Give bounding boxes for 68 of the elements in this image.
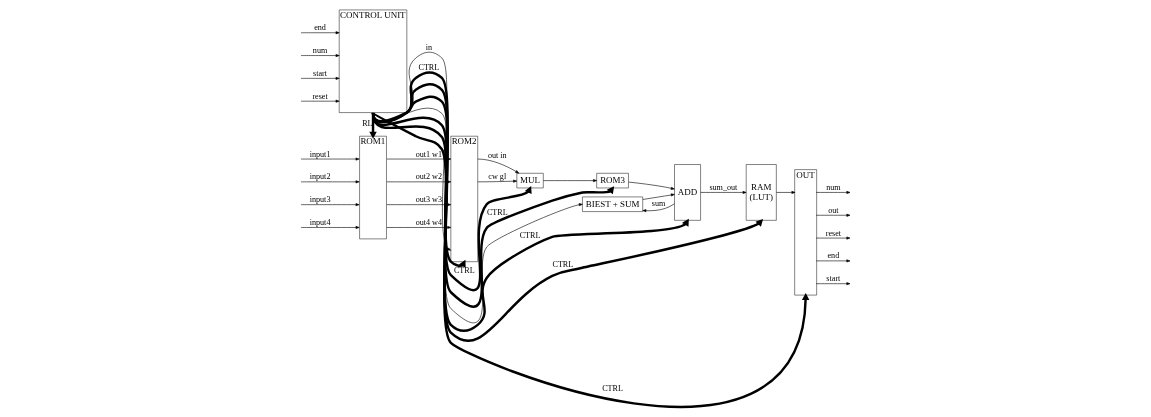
edge-label: reset: [312, 91, 328, 101]
edge-label: CTRL: [453, 265, 475, 275]
arrow: [300, 31, 340, 35]
arrow: [642, 193, 675, 200]
node-box: MUL: [516, 173, 544, 189]
arrow: [628, 181, 675, 190]
edge-label: input4: [309, 218, 331, 228]
arrow: [815, 236, 851, 240]
edge-label: input2: [309, 172, 331, 182]
edge-label: input1: [309, 149, 331, 159]
arrow: [300, 226, 360, 229]
arrow: [815, 282, 851, 286]
edge-label: num: [312, 46, 328, 56]
arrow: [371, 71, 466, 268]
edge-label: end: [827, 251, 840, 261]
arrow: [386, 203, 452, 207]
edge-label: start: [826, 274, 841, 284]
arrow: [815, 259, 851, 263]
arrow: [386, 226, 452, 229]
arrow: [300, 157, 360, 161]
arrow: [300, 99, 340, 103]
node-box: ADD: [674, 164, 701, 221]
edge-label: out2 w2: [415, 172, 443, 182]
edge-label: cw gl: [488, 171, 507, 181]
edge-label: sum: [651, 198, 666, 208]
node-box: ROM1: [359, 135, 387, 240]
edge-label: CTRL: [602, 383, 623, 393]
arrow: [371, 83, 532, 291]
arrow: [300, 180, 360, 184]
edge-label: CTRL: [418, 63, 440, 73]
arrow: [815, 191, 851, 194]
node-box: ROM3: [596, 173, 629, 189]
edge-label: num: [826, 182, 841, 192]
node-box: BIEST + SUM: [582, 196, 643, 212]
edge-label: CTRL: [519, 231, 541, 241]
edge-label: RL: [362, 119, 373, 129]
arrow: [371, 112, 764, 342]
arrow: [700, 191, 747, 194]
edge-label: CTRL: [486, 208, 508, 218]
edge-label: out3 w3: [415, 195, 443, 205]
node-box: RAM (LUT): [745, 164, 777, 221]
node-box: OUT: [794, 169, 817, 296]
edge-label: out: [828, 205, 839, 215]
edge-label: input3: [309, 195, 331, 205]
node-box: CONTROL UNIT: [338, 9, 408, 113]
edge-label: sum_out: [709, 182, 738, 192]
arrow: [642, 203, 675, 213]
arrow: [300, 54, 340, 57]
arrow: [300, 203, 360, 207]
arrow: [543, 179, 597, 183]
edge-label: CTRL: [552, 259, 574, 269]
arrow: [300, 76, 340, 80]
arrow: [776, 191, 796, 194]
arrow: [372, 107, 583, 323]
edge-label: reset: [825, 228, 842, 238]
arrow: [371, 95, 615, 308]
edge-label: out in: [487, 150, 507, 160]
arrow: [386, 180, 452, 184]
arrow: [477, 158, 520, 174]
arrow: [372, 111, 810, 409]
edge-label: in: [425, 42, 433, 52]
node-box: ROM2: [450, 135, 478, 262]
edge-label: out4 w4: [415, 218, 443, 228]
edge-label: end: [314, 23, 326, 33]
arrow: [477, 179, 518, 183]
edge-label: start: [313, 68, 328, 78]
arrow: [815, 213, 851, 217]
edge-label: out1 w1: [415, 149, 443, 159]
